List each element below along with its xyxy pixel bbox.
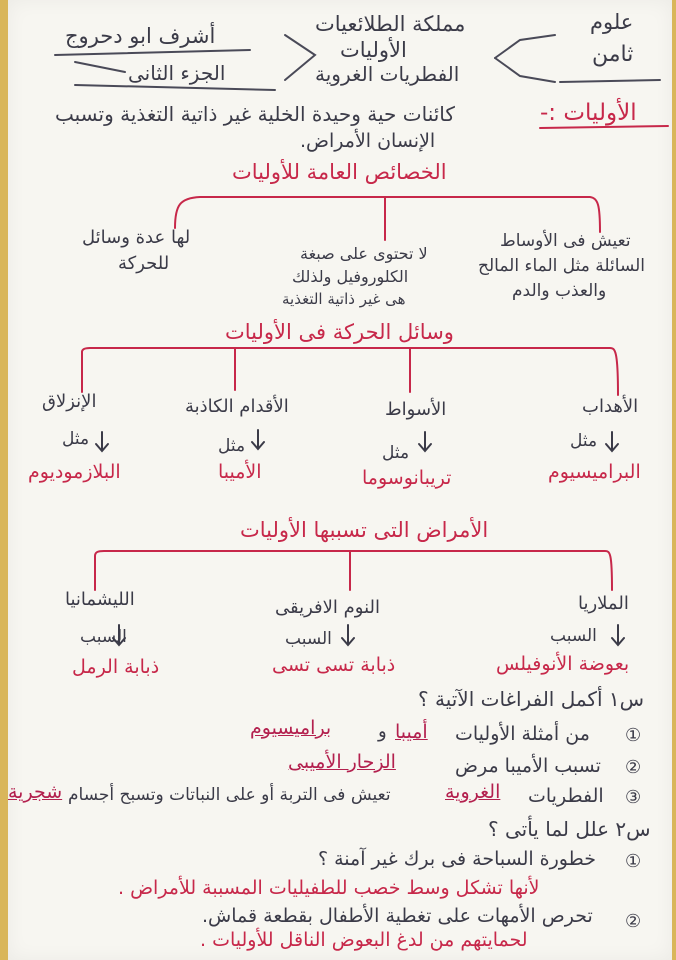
characteristic-2-line-2: الكلوروفيل ولذلك xyxy=(292,267,409,286)
disease-1-cause-label: السبب xyxy=(550,626,597,646)
movement-example-2: تريبانوسوما xyxy=(362,467,452,489)
q1-item-3-num: ③ xyxy=(625,787,642,808)
group-protozoa: الأوليات xyxy=(340,38,407,62)
characteristics-title: الخصائص العامة للأوليات xyxy=(232,160,447,184)
q1-item-3-text-2: تعيش فى التربة أو على النباتات وتسبح أجس… xyxy=(68,785,391,805)
movement-means-1: الأهداب xyxy=(582,396,639,417)
characteristic-1-line-3: والعذب والدم xyxy=(512,281,607,301)
disease-3-name: الليشمانيا xyxy=(65,589,135,610)
q2-item-2-question: تحرص الأمهات على تغطية الأطفال بقطعة قما… xyxy=(202,905,593,927)
q1-item-2-answer: الزحار الأميبى xyxy=(288,751,396,773)
movement-example-label-3: مثل xyxy=(218,436,246,456)
q1-item-2-num: ② xyxy=(625,757,642,778)
diseases-title: الأمراض التى تسببها الأوليات xyxy=(240,518,489,542)
definition-line-2: الإنسان الأمراض. xyxy=(300,130,436,152)
definition-term: الأوليات :- xyxy=(540,100,637,126)
movement-title: وسائل الحركة فى الأوليات xyxy=(225,320,454,344)
kingdom-title: مملكة الطلائعيات xyxy=(315,12,466,36)
q2-item-1-num: ① xyxy=(625,851,642,872)
disease-2-cause: ذبابة تسى تسى xyxy=(272,654,396,676)
characteristic-1-line-1: تعيش فى الأوساط xyxy=(500,231,631,251)
disease-1-cause: بعوضة الأنوفيلس xyxy=(496,653,630,675)
q1-item-3-text: الفطريات xyxy=(528,785,604,807)
disease-3-cause: ذبابة الرمل xyxy=(72,656,160,678)
subject-label: علوم xyxy=(590,10,634,34)
q1-title: س١ أكمل الفراغات الآتية ؟ xyxy=(418,687,645,711)
movement-example-4: البلازموديوم xyxy=(28,461,121,483)
characteristic-3-line-1: لها عدة وسائل xyxy=(82,227,191,248)
disease-2-cause-label: السبب xyxy=(285,629,332,649)
q2-item-2-answer: لحمايتهم من لدغ البعوض الناقل للأوليات . xyxy=(200,929,528,951)
movement-example-1: البراميسيوم xyxy=(548,461,641,483)
q1-item-1-and: و xyxy=(378,721,387,742)
q2-item-1-answer: لأنها تشكل وسط خصب للطفيليات المسببة للأ… xyxy=(118,877,540,899)
part-label: الجزء الثانى xyxy=(128,61,226,85)
disease-2-name: النوم الافريقى xyxy=(275,597,381,618)
characteristic-2-line-1: لا تحتوى على صبغة xyxy=(300,244,428,263)
movement-means-4: الإنزلاق xyxy=(42,391,97,412)
characteristic-3-line-2: للحركة xyxy=(118,253,170,274)
author-name: أشرف ابو دحروج xyxy=(65,24,216,48)
movement-example-label-2: مثل xyxy=(382,443,410,463)
q2-item-1-question: خطورة السباحة فى برك غير آمنة ؟ xyxy=(318,848,596,870)
q1-item-2-text: تسبب الأميبا مرض xyxy=(455,755,601,777)
q1-item-1-answer-1: أميبا xyxy=(395,721,428,743)
movement-example-label-4: مثل xyxy=(62,429,90,449)
movement-example-3: الأميبا xyxy=(218,461,262,483)
q2-title: س٢ علل لما يأتى ؟ xyxy=(488,817,651,841)
q1-item-1-num: ① xyxy=(625,725,642,746)
movement-means-3: الأقدام الكاذبة xyxy=(185,396,289,417)
q1-item-3-answer-1: الغروية xyxy=(445,781,501,803)
q2-item-2-num: ② xyxy=(625,911,642,932)
definition-line-1: كائنات حية وحيدة الخلية غير ذاتية التغذي… xyxy=(55,102,455,126)
disease-1-name: الملاريا xyxy=(578,593,629,614)
grade-label: ثامن xyxy=(592,42,634,67)
disease-3-cause-label: السبب xyxy=(80,627,127,647)
movement-means-2: الأسواط xyxy=(385,399,447,420)
characteristic-2-line-3: هى غير ذاتية التغذية xyxy=(282,290,406,308)
movement-example-label-1: مثل xyxy=(570,431,598,451)
q1-item-3-answer-2: شجرية xyxy=(8,781,63,803)
characteristic-1-line-2: السائلة مثل الماء المالح xyxy=(478,256,646,276)
q1-item-1-answer-2: براميسيوم xyxy=(250,717,332,739)
q1-item-1-text: من أمثلة الأوليات xyxy=(455,723,590,745)
group-slime-molds: الفطريات الغروية xyxy=(315,62,460,86)
notebook-page xyxy=(8,0,672,960)
